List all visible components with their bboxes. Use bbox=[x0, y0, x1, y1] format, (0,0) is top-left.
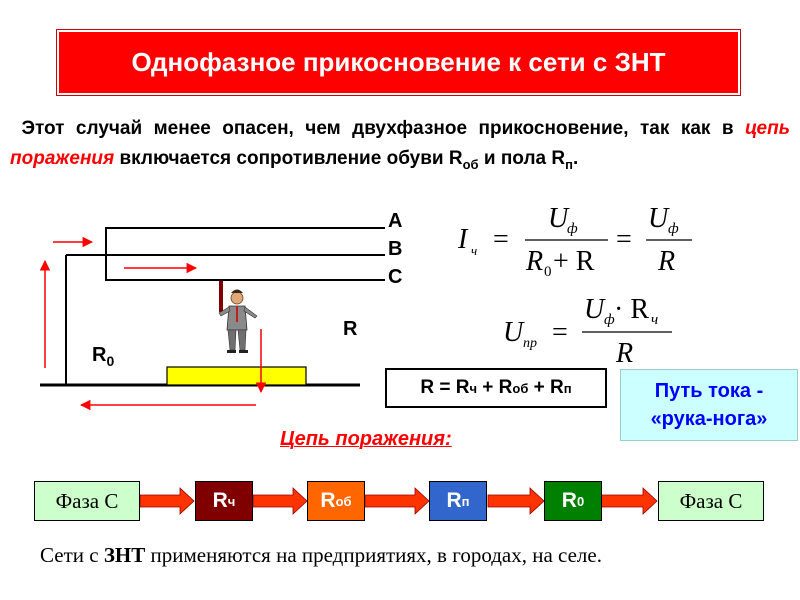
floor-pad bbox=[166, 366, 307, 386]
svg-text:U: U bbox=[584, 294, 606, 325]
phase-label-a: A bbox=[388, 210, 403, 232]
footer-text: Сети с ЗНТ применяются на предприятиях, … bbox=[40, 543, 602, 567]
resistance-r0-label: R0 bbox=[92, 344, 115, 369]
svg-text:R: R bbox=[615, 338, 633, 369]
svg-text:=: = bbox=[493, 224, 509, 255]
chain-arrow-4 bbox=[487, 487, 545, 515]
svg-text:ф: ф bbox=[668, 221, 679, 237]
chain-arrow-3 bbox=[364, 487, 430, 515]
resistance-r-label: R bbox=[343, 318, 358, 340]
slide-title: Однофазное прикосновение к сети с ЗНТ bbox=[56, 29, 741, 96]
svg-text:U: U bbox=[648, 203, 670, 234]
chain-arrow-1 bbox=[139, 487, 195, 515]
chain-phase-start: Фаза С bbox=[34, 481, 140, 521]
current-path-box: Путь тока - «рука-нога» bbox=[620, 369, 798, 441]
chain-arrow-2 bbox=[252, 487, 308, 515]
svg-text:R: R bbox=[525, 246, 543, 277]
svg-text:+ R: + R bbox=[553, 246, 595, 277]
chain-arrow-5 bbox=[600, 487, 658, 515]
svg-text:ч: ч bbox=[651, 312, 658, 328]
person-figure bbox=[218, 289, 258, 353]
chain-title: Цепь поражения: bbox=[280, 428, 452, 450]
svg-text:R: R bbox=[657, 246, 675, 277]
chain-phase-end: Фаза С bbox=[658, 481, 764, 521]
svg-text:ч: ч bbox=[471, 243, 477, 258]
intro-highlight: цепь поражения bbox=[10, 118, 791, 169]
svg-text:=: = bbox=[616, 224, 632, 255]
svg-text:пр: пр bbox=[523, 336, 537, 351]
svg-text:U: U bbox=[503, 317, 525, 348]
current-formula: I ч = U ф R 0 + R = U ф R bbox=[457, 203, 692, 280]
svg-text:I: I bbox=[457, 224, 469, 255]
voltage-formula: U пр = U ф · R ч R bbox=[503, 294, 672, 369]
chain-arrows bbox=[139, 487, 658, 515]
svg-text:· R: · R bbox=[614, 294, 649, 325]
phase-label-c: C bbox=[388, 266, 403, 288]
svg-text:ф: ф bbox=[567, 221, 578, 237]
svg-text:ф: ф bbox=[604, 312, 615, 328]
svg-text:U: U bbox=[548, 203, 570, 234]
svg-text:=: = bbox=[552, 317, 568, 348]
phase-label-b: B bbox=[388, 238, 403, 260]
intro-text: Этот случай менее опасен, чем двухфазное… bbox=[10, 118, 791, 172]
svg-text:0: 0 bbox=[544, 264, 552, 280]
